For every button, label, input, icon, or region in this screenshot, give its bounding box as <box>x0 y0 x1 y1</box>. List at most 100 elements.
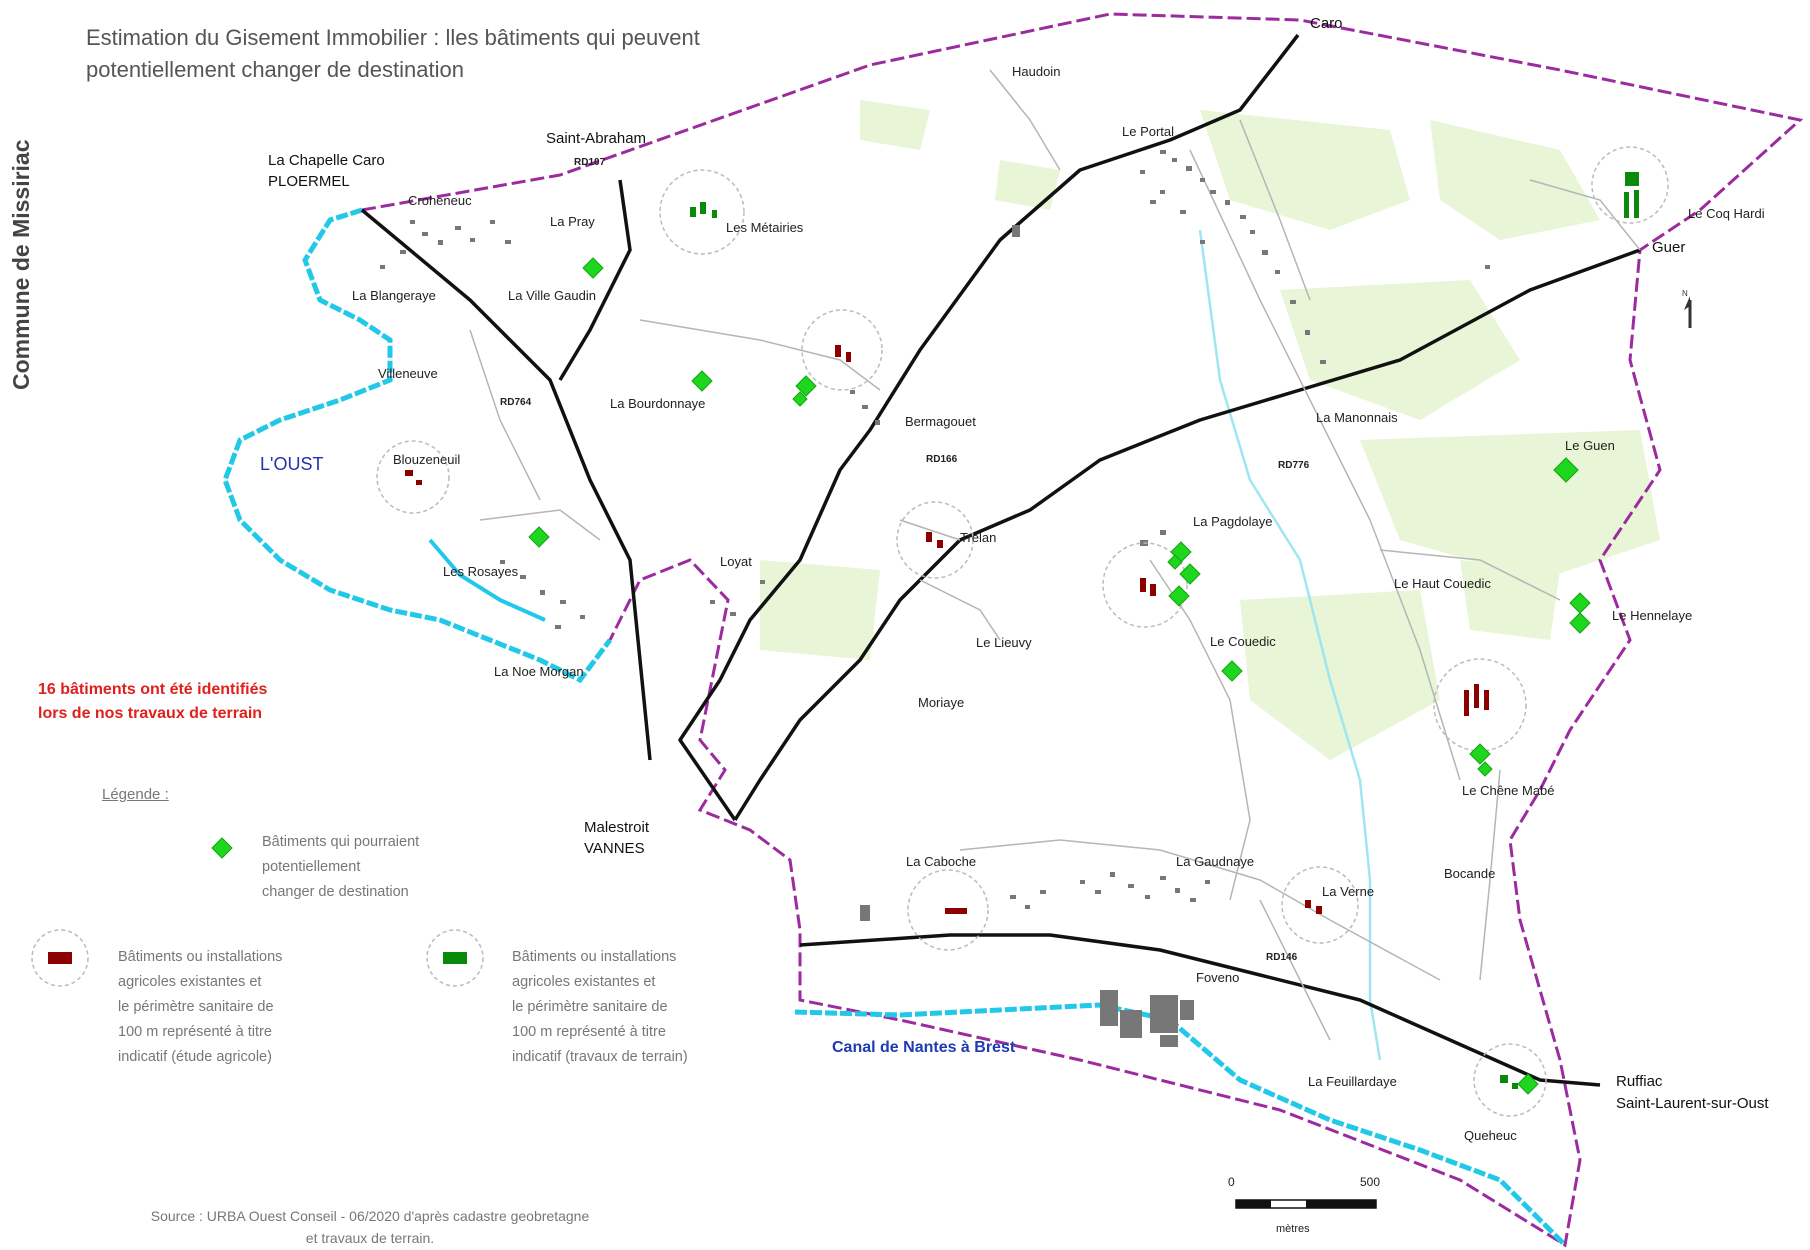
title-line-1: Estimation du Gisement Immobilier : lles… <box>86 25 700 50</box>
label-canal: Canal de Nantes à Brest <box>832 1039 1016 1056</box>
label-ploermel: PLOERMEL <box>268 173 350 190</box>
label-la-noe-morgan: La Noe Morgan <box>494 664 584 679</box>
candidate-le-guen <box>1553 457 1579 483</box>
buildings <box>380 150 1490 1047</box>
legend-study-perimeter <box>31 929 89 987</box>
legend-candidate-line: Bâtiments qui pourraient <box>262 834 420 850</box>
label-la-caboche: La Caboche <box>906 854 976 869</box>
count-line-1: 16 bâtiments ont été identifiés <box>38 681 268 698</box>
legend-field-line: agricoles existantes et <box>512 974 656 990</box>
legend-study-line: le périmètre sanitaire de <box>118 999 274 1015</box>
map-title: Estimation du Gisement Immobilier : lles… <box>86 22 846 86</box>
north-arrow: N <box>1682 289 1692 328</box>
label-rd107: RD107 <box>574 157 606 168</box>
label-le-hennelaye: Le Hennelaye <box>1612 608 1692 623</box>
label-les-rosayes: Les Rosayes <box>443 564 519 579</box>
label-le-couedic: Le Couedic <box>1210 634 1276 649</box>
legend-item-study: Bâtiments ou installations agricoles exi… <box>118 945 282 1070</box>
label-guer: Guer <box>1652 239 1685 256</box>
legend-item-field: Bâtiments ou installations agricoles exi… <box>512 945 688 1070</box>
oust-branch <box>428 538 546 622</box>
label-caro: Caro <box>1310 15 1343 32</box>
label-blouzeneuil: Blouzeneuil <box>393 452 460 467</box>
label-la-verne: La Verne <box>1322 884 1374 899</box>
label-la-blangeraye: La Blangeraye <box>352 288 436 303</box>
label-trelan: Trelan <box>960 530 996 545</box>
label-le-portal: Le Portal <box>1122 124 1174 139</box>
title-line-2: potentiellement changer de destination <box>86 57 464 82</box>
legend-study-line: indicatif (étude agricole) <box>118 1049 272 1065</box>
legend-field-symbol <box>443 952 467 964</box>
candidate-le-couedic <box>1221 660 1243 682</box>
label-loyat: Loyat <box>720 554 752 569</box>
label-le-chene-mabe: Le Chêne Mabé <box>1462 783 1555 798</box>
legend-study-symbol <box>48 952 72 964</box>
candidate-la-bourdonnaye <box>691 370 713 392</box>
road-labels: RD107 RD764 RD166 RD776 RD146 <box>500 157 1310 963</box>
source-line-1: Source : URBA Ouest Conseil - 06/2020 d'… <box>150 1208 590 1224</box>
candidate-metairies <box>795 375 817 397</box>
roads <box>360 33 1641 1087</box>
label-moriaye: Moriaye <box>918 695 964 710</box>
candidate-portal <box>1167 554 1183 570</box>
label-villeneuve: Villeneuve <box>378 366 438 381</box>
label-haudoin: Haudoin <box>1012 64 1060 79</box>
vertical-commune-label: Commune de Missiriac <box>8 139 34 390</box>
label-rd166: RD166 <box>926 454 958 465</box>
legend-field-line: indicatif (travaux de terrain) <box>512 1049 688 1065</box>
legend-field-line: le périmètre sanitaire de <box>512 999 668 1015</box>
count-note: 16 bâtiments ont été identifiés lors de … <box>38 678 368 726</box>
green-fields <box>760 100 1660 760</box>
stream <box>1198 229 1382 1061</box>
label-le-guen: Le Guen <box>1565 438 1615 453</box>
label-le-haut-couedic: Le Haut Couedic <box>1394 576 1491 591</box>
agri-buildings-study <box>405 345 1489 914</box>
label-le-lieuvy: Le Lieuvy <box>976 635 1032 650</box>
legend-study-line: 100 m représenté à titre <box>118 1024 272 1040</box>
label-malestroit: Malestroit <box>584 819 650 836</box>
legend-candidate-line: changer de destination <box>262 884 409 900</box>
candidate-chene-mabe <box>1469 743 1491 765</box>
svg-text:N: N <box>1682 289 1688 298</box>
label-ruffiac: Ruffiac <box>1616 1073 1663 1090</box>
place-labels: Haudoin Le Portal Le Coq Hardi Croheneuc… <box>352 64 1765 1143</box>
label-rd764: RD764 <box>500 397 532 408</box>
legend-candidate-line: potentiellement <box>262 859 361 875</box>
label-la-manonnais: La Manonnais <box>1316 410 1398 425</box>
legend-candidate-symbol <box>211 837 233 859</box>
commune-boundary <box>361 12 1804 1248</box>
legend-field-line: 100 m représenté à titre <box>512 1024 666 1040</box>
label-queheuc: Queheuc <box>1464 1128 1517 1143</box>
candidate-bermagouet <box>792 391 808 407</box>
source-line-2: et travaux de terrain. <box>305 1230 435 1246</box>
label-la-feuillardaye: La Feuillardaye <box>1308 1074 1397 1089</box>
legend-study-line: Bâtiments ou installations <box>118 949 283 965</box>
label-croheneuc: Croheneuc <box>408 193 472 208</box>
label-bocande: Bocande <box>1444 866 1495 881</box>
label-la-pray: La Pray <box>550 214 595 229</box>
label-la-ville-gaudin: La Ville Gaudin <box>508 288 596 303</box>
label-la-chapelle: La Chapelle Caro <box>268 152 385 169</box>
candidate-hennelaye-1 <box>1569 592 1591 614</box>
label-la-bourdonnaye: La Bourdonnaye <box>610 396 705 411</box>
candidate-trelan <box>1477 761 1493 777</box>
agri-buildings-field <box>690 172 1639 1089</box>
canal <box>794 1002 1567 1247</box>
candidate-pagdolaye-3 <box>1168 585 1190 607</box>
oust-river <box>222 207 612 684</box>
label-bermagouet: Bermagouet <box>905 414 976 429</box>
label-les-metairies: Les Métairies <box>726 220 804 235</box>
label-saint-laurent: Saint-Laurent-sur-Oust <box>1616 1095 1769 1112</box>
candidate-les-rosayes <box>528 526 550 548</box>
scale-unit: mètres <box>1276 1223 1310 1235</box>
candidate-buildings <box>528 257 1591 1095</box>
legend-field-perimeter <box>426 929 484 987</box>
candidate-hennelaye-2 <box>1569 612 1591 634</box>
label-la-pagdolaye: La Pagdolaye <box>1193 514 1273 529</box>
label-la-gaudnaye: La Gaudnaye <box>1176 854 1254 869</box>
scale-bar: 0 500 mètres <box>1228 1175 1380 1235</box>
count-line-2: lors de nos travaux de terrain <box>38 705 263 722</box>
label-rd776: RD776 <box>1278 460 1310 471</box>
candidate-queheuc <box>1517 1073 1539 1095</box>
